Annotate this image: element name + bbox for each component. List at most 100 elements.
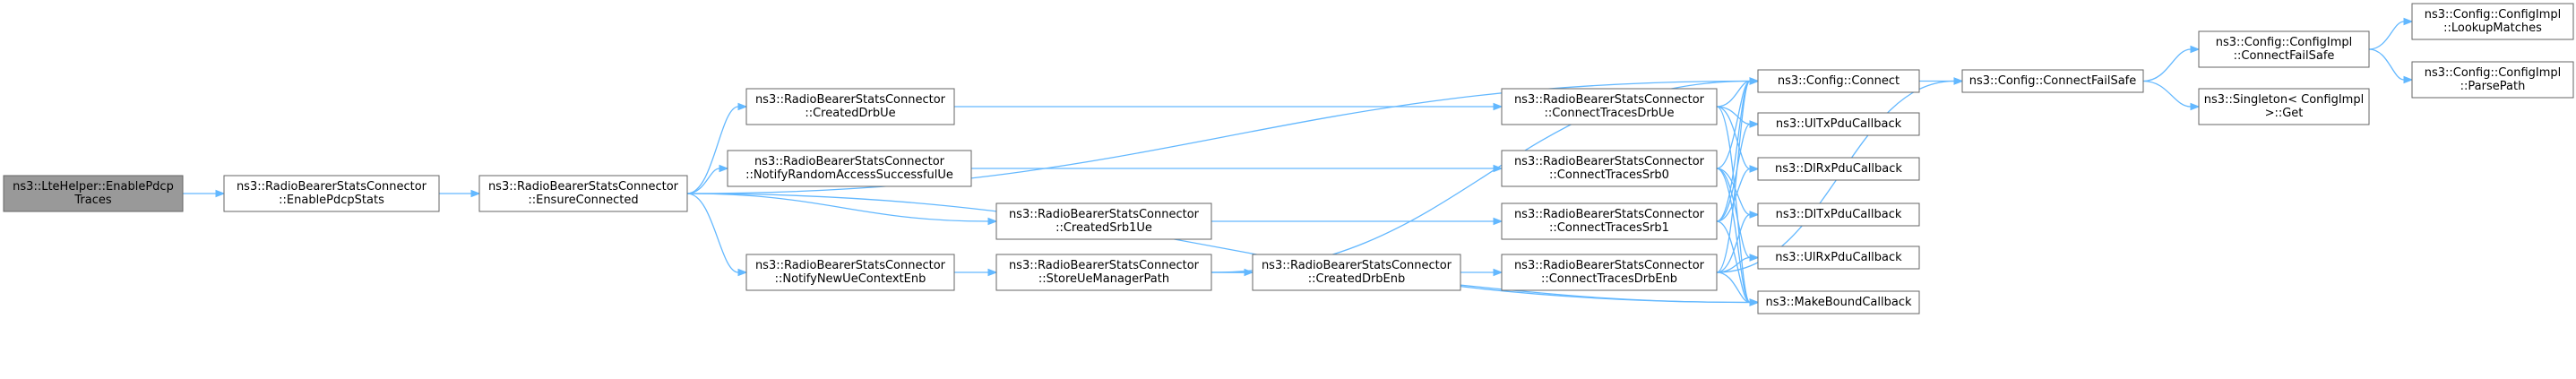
node-ensureConnected[interactable]: ns3::RadioBearerStatsConnector::EnsureCo… — [478, 175, 688, 212]
node-storeUe[interactable]: ns3::RadioBearerStatsConnector::StoreUeM… — [995, 254, 1212, 291]
node-box — [1501, 202, 1718, 240]
node-label: ::ConnectTracesSrb0 — [1549, 168, 1669, 182]
edge-line — [2142, 80, 2192, 108]
node-box — [3, 175, 184, 212]
node-lookupMatches[interactable]: ns3::Config::ConfigImpl::LookupMatches — [2411, 3, 2574, 40]
node-createdDrbUe[interactable]: ns3::RadioBearerStatsConnector::CreatedD… — [745, 88, 955, 125]
node-label: ::ConnectTracesDrbEnb — [1541, 272, 1677, 286]
arrowhead — [1953, 77, 1964, 85]
edge-line — [686, 80, 1751, 194]
node-notifyNewUe[interactable]: ns3::RadioBearerStatsConnector::NotifyNe… — [745, 254, 955, 291]
edge-line — [1716, 80, 1751, 273]
node-label: ns3::DlRxPduCallback — [1775, 162, 1902, 176]
arrowhead — [987, 268, 998, 277]
node-label: ::ConnectTracesSrb1 — [1549, 221, 1669, 235]
edge-line — [2368, 48, 2405, 81]
node-box — [1252, 254, 1461, 291]
node-label: ns3::Config::ConfigImpl — [2425, 8, 2562, 22]
node-label: ns3::RadioBearerStatsConnector — [755, 259, 946, 272]
edge-line — [686, 193, 739, 273]
arrowhead — [2403, 17, 2414, 26]
arrowhead — [1493, 102, 1503, 111]
node-label: ::NotifyRandomAccessSuccessfulUe — [745, 168, 953, 182]
node-singletonGet[interactable]: ns3::Singleton< ConfigImpl >::Get — [2198, 88, 2370, 125]
node-connectFailSafe[interactable]: ns3::Config::ConnectFailSafe — [1961, 69, 2144, 93]
node-label: ns3::LteHelper::EnablePdcp — [13, 180, 174, 194]
node-box — [1501, 150, 1718, 187]
arrowhead — [1749, 77, 1760, 85]
node-label: ns3::RadioBearerStatsConnector — [1514, 208, 1705, 221]
node-label: ::CreatedDrbEnb — [1308, 272, 1406, 286]
edge-line — [2142, 48, 2192, 82]
node-label: ns3::MakeBoundCallback — [1765, 296, 1912, 309]
edge-implConnectFailSafe-to-lookupMatches — [2368, 17, 2414, 50]
node-label: ns3::RadioBearerStatsConnector — [1009, 208, 1200, 221]
node-box — [2198, 88, 2370, 125]
arrowhead — [737, 102, 748, 111]
edge-line — [1716, 106, 1751, 170]
edge-ctDrbEnb-to-dlTx — [1716, 211, 1760, 273]
edge-line — [686, 193, 989, 222]
node-dlRx[interactable]: ns3::DlRxPduCallback — [1757, 157, 1920, 181]
node-cfgConnect[interactable]: ns3::Config::Connect — [1757, 69, 1920, 93]
node-ulRx[interactable]: ns3::UlRxPduCallback — [1757, 245, 1920, 270]
edge-createdDrbUe-to-ctDrbUe — [954, 102, 1503, 111]
edge-line — [1716, 106, 1751, 125]
edge-enablePdcpStats-to-ensureConnected — [438, 189, 481, 198]
node-ctDrbUe[interactable]: ns3::RadioBearerStatsConnector::ConnectT… — [1501, 88, 1718, 125]
node-implConnectFailSafe[interactable]: ns3::Config::ConfigImpl::ConnectFailSafe — [2198, 30, 2370, 68]
node-label: >::Get — [2265, 107, 2304, 120]
arrowhead — [1749, 254, 1760, 262]
node-ctSrb0[interactable]: ns3::RadioBearerStatsConnector::ConnectT… — [1501, 150, 1718, 187]
node-box — [995, 254, 1212, 291]
node-box — [1757, 290, 1920, 314]
arrowhead — [987, 217, 998, 226]
edge-line — [1716, 168, 1751, 216]
edge-ensureConnected-to-createdSrb1Ue — [686, 193, 998, 226]
node-label: ns3::RadioBearerStatsConnector — [237, 180, 427, 194]
arrowhead — [2403, 75, 2414, 84]
edge-createdSrb1Ue-to-ctSrb1 — [1211, 217, 1503, 226]
edge-ctDrbEnb-to-cfgConnect — [1716, 77, 1760, 273]
node-createdSrb1Ue[interactable]: ns3::RadioBearerStatsConnector::CreatedS… — [995, 202, 1212, 240]
node-label: ::EnablePdcpStats — [279, 194, 384, 207]
arrowhead — [719, 164, 729, 173]
call-graph-edges — [182, 17, 2414, 306]
node-enablePdcpStats[interactable]: ns3::RadioBearerStatsConnector::EnablePd… — [223, 175, 440, 212]
arrowhead — [1493, 268, 1503, 277]
arrowhead — [1749, 298, 1760, 306]
arrowhead — [1493, 217, 1503, 226]
edge-lte-to-enablePdcpStats — [182, 189, 226, 198]
edge-line — [1716, 80, 1751, 169]
node-box — [727, 150, 972, 187]
node-ulTx[interactable]: ns3::UlTxPduCallback — [1757, 112, 1920, 136]
node-box — [2198, 30, 2370, 68]
arrowhead — [215, 189, 226, 198]
node-notifyRA[interactable]: ns3::RadioBearerStatsConnector::NotifyRa… — [727, 150, 972, 187]
edge-line — [1716, 168, 1751, 304]
edge-line — [1716, 271, 1751, 304]
node-parsePath[interactable]: ns3::Config::ConfigImpl::ParsePath — [2411, 61, 2574, 99]
edge-line — [686, 193, 1751, 304]
node-label: ns3::RadioBearerStatsConnector — [1514, 155, 1705, 168]
node-label: ::EnsureConnected — [528, 194, 638, 207]
node-createdDrbEnb[interactable]: ns3::RadioBearerStatsConnector::CreatedD… — [1252, 254, 1461, 291]
edge-line — [2368, 21, 2405, 50]
edge-line — [686, 106, 739, 194]
node-label: ::LookupMatches — [2443, 22, 2542, 35]
node-makeBound[interactable]: ns3::MakeBoundCallback — [1757, 290, 1920, 314]
node-ctDrbEnb[interactable]: ns3::RadioBearerStatsConnector::ConnectT… — [1501, 254, 1718, 291]
edge-line — [1716, 213, 1751, 273]
node-label: ns3::RadioBearerStatsConnector — [755, 93, 946, 107]
node-box — [223, 175, 440, 212]
edge-ctSrb0-to-makeBound — [1716, 168, 1760, 306]
edge-cfgConnect-to-connectFailSafe — [1919, 77, 1964, 85]
node-box — [2411, 61, 2574, 99]
node-box — [1501, 254, 1718, 291]
node-ctSrb1[interactable]: ns3::RadioBearerStatsConnector::ConnectT… — [1501, 202, 1718, 240]
node-dlTx[interactable]: ns3::DlTxPduCallback — [1757, 202, 1920, 227]
edge-ensureConnected-to-notifyRA — [686, 164, 729, 194]
node-label: ::ConnectTracesDrbUe — [1545, 107, 1675, 120]
